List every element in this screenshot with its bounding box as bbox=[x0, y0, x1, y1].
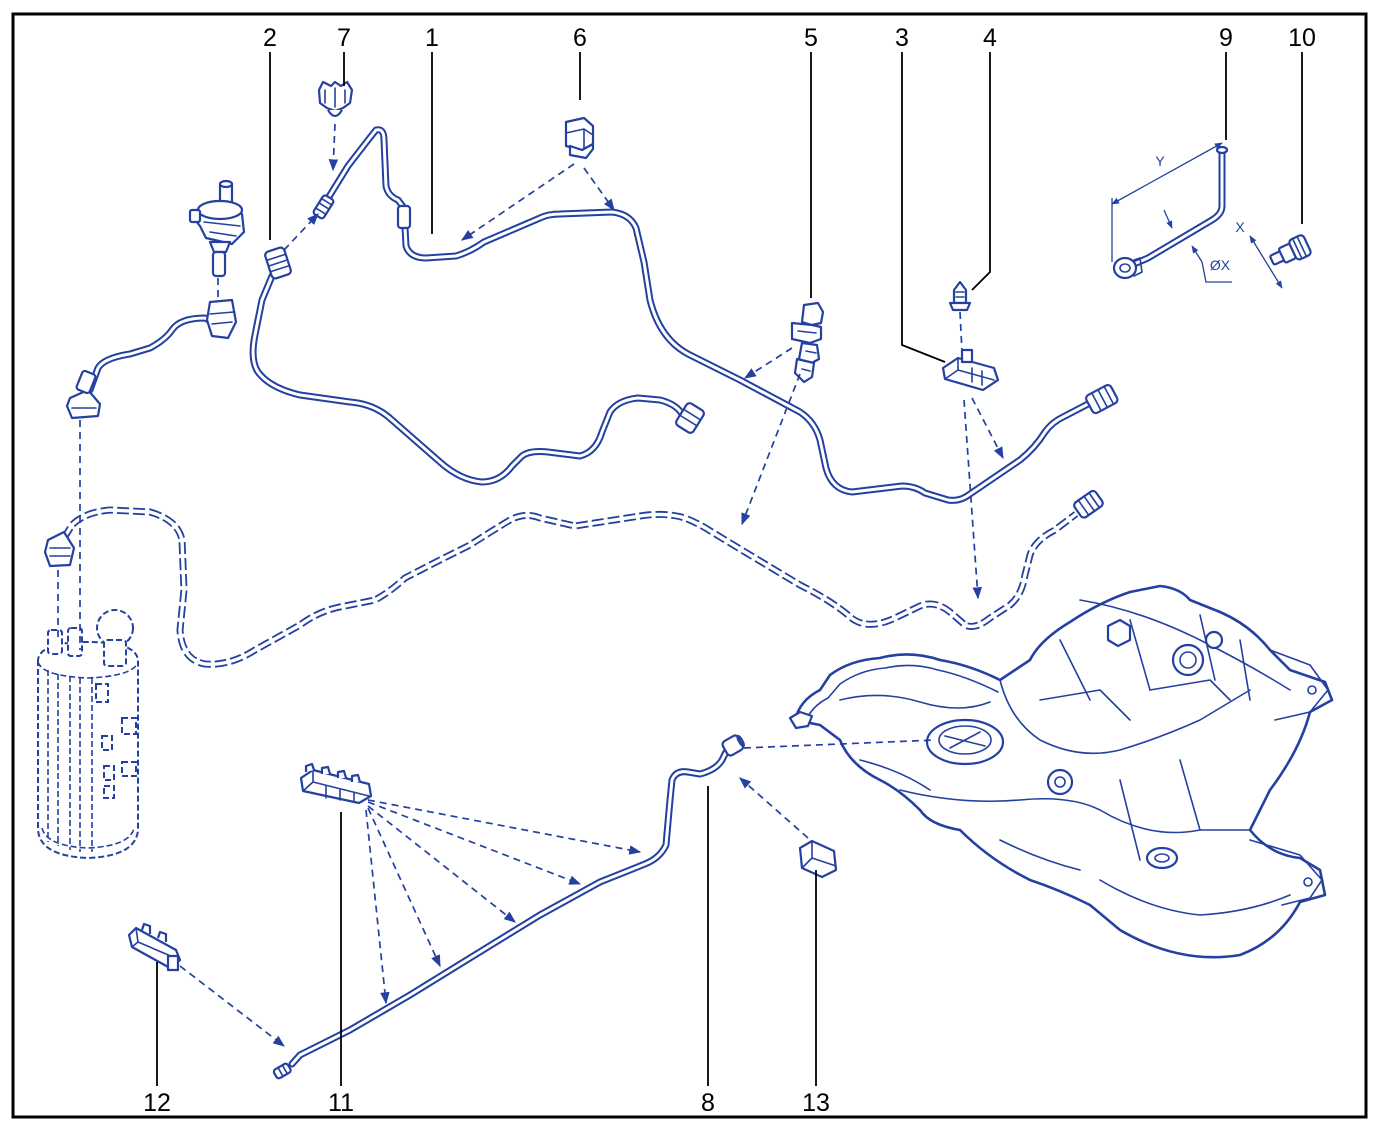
callout-1: 1 bbox=[425, 24, 439, 52]
phantom-hose bbox=[43, 489, 1104, 664]
callout-7: 7 bbox=[337, 24, 351, 52]
dimension-diameter: ØX bbox=[1163, 209, 1232, 283]
leader-lines bbox=[156, 52, 1303, 1086]
callout-10: 10 bbox=[1288, 24, 1316, 52]
purge-valve bbox=[188, 179, 246, 278]
callout-3: 3 bbox=[895, 24, 909, 52]
dimension-diameter-label: ØX bbox=[1210, 257, 1231, 273]
vapour-hose bbox=[65, 298, 238, 420]
callout-8: 8 bbox=[701, 1089, 715, 1117]
callout-numbers: 2 7 1 6 5 3 4 9 10 12 11 8 13 bbox=[143, 24, 1316, 1117]
callout-5: 5 bbox=[804, 24, 818, 52]
fuel-line-2 bbox=[253, 246, 705, 482]
fuel-line-8 bbox=[272, 734, 745, 1080]
fuel-tank bbox=[788, 584, 1334, 959]
assembly-arrows bbox=[57, 123, 1004, 1047]
clip-12 bbox=[127, 922, 182, 972]
repair-tube-9 bbox=[1112, 145, 1229, 280]
drawing-frame bbox=[11, 12, 1368, 1119]
callout-4: 4 bbox=[983, 24, 997, 52]
callout-2: 2 bbox=[263, 24, 277, 52]
callout-11: 11 bbox=[328, 1089, 354, 1117]
bracket-3 bbox=[941, 348, 1000, 392]
dimension-y-label: Y bbox=[1155, 153, 1165, 169]
callout-6: 6 bbox=[573, 24, 587, 52]
dimension-x-label: X bbox=[1235, 219, 1245, 235]
union-fitting-10 bbox=[1269, 234, 1312, 266]
charcoal-canister bbox=[37, 609, 139, 860]
clip-11 bbox=[299, 762, 373, 805]
bracket-5 bbox=[790, 301, 825, 384]
fuel-line-1 bbox=[312, 130, 1119, 501]
dimension-y: Y bbox=[1111, 142, 1223, 262]
callout-12: 12 bbox=[143, 1089, 171, 1117]
clip-7 bbox=[317, 80, 354, 118]
clip-13 bbox=[798, 839, 838, 879]
callout-9: 9 bbox=[1219, 24, 1233, 52]
fastener-4 bbox=[948, 280, 972, 312]
callout-13: 13 bbox=[802, 1089, 830, 1117]
dimension-x: X bbox=[1235, 219, 1283, 289]
fuel-pump-flange bbox=[1171, 643, 1205, 677]
clip-6 bbox=[564, 116, 595, 160]
